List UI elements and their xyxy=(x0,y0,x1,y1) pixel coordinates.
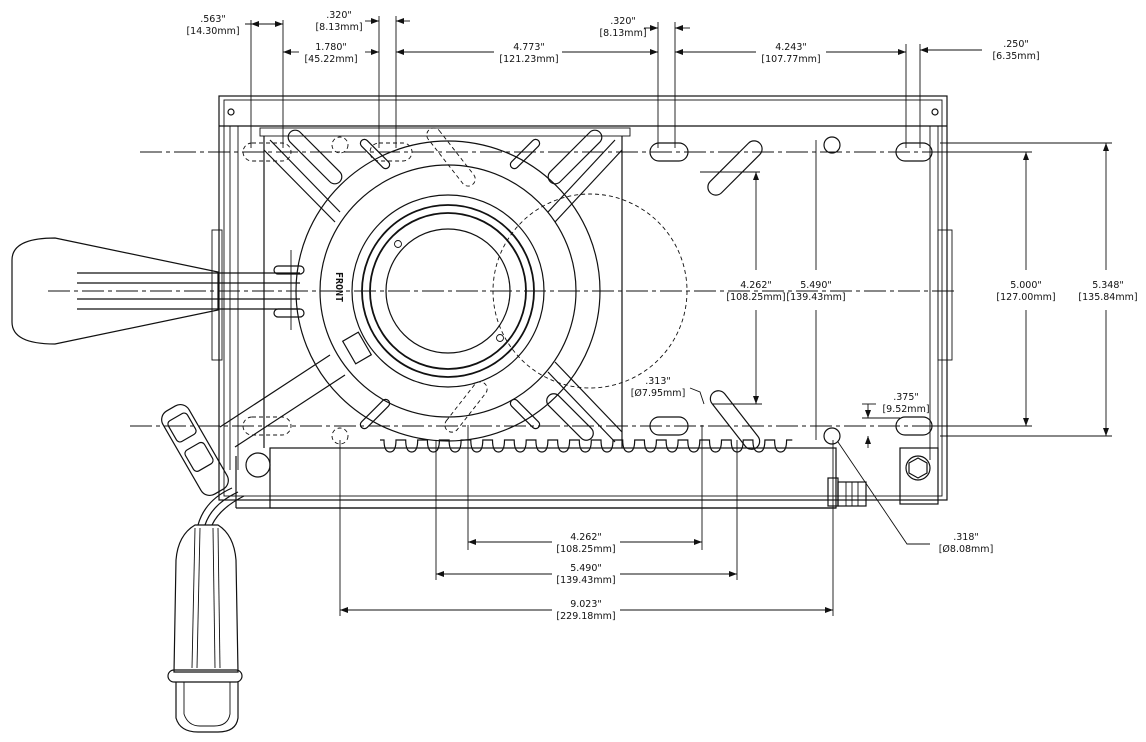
dim-4243-mm: [107.77mm] xyxy=(761,54,820,65)
dim-4773-mm: [121.23mm] xyxy=(499,54,558,65)
dimension-lines-bottom xyxy=(339,387,930,616)
dim-313-mm: [Ø7.95mm] xyxy=(631,388,686,399)
swivel-assembly: FRONT xyxy=(242,127,933,450)
mount-hole-left xyxy=(227,108,235,116)
dim-320b-inch: .320" xyxy=(610,16,636,27)
dim-375-mm: [9.52mm] xyxy=(882,404,929,415)
dimension-lines-top xyxy=(245,16,982,148)
dim-318-mm: [Ø8.08mm] xyxy=(939,544,994,555)
dim-b9023-mm: [229.18mm] xyxy=(556,611,615,622)
dim-318-inch: .318" xyxy=(953,532,979,543)
dim-v4262-inch: 4.262" xyxy=(740,280,772,291)
dim-320b-mm: [8.13mm] xyxy=(599,28,646,39)
dim-1780-inch: 1.780" xyxy=(315,42,347,53)
dim-b4262-mm: [108.25mm] xyxy=(556,544,615,555)
pull-grip xyxy=(167,524,243,733)
dim-563-mm: [14.30mm] xyxy=(186,26,239,37)
rack-teeth xyxy=(380,439,793,453)
rack-bar xyxy=(235,439,939,509)
dimension-labels: .563" [14.30mm] .320" [8.13mm] 1.780" [4… xyxy=(186,10,1137,622)
dim-v5348-mm: [135.84mm] xyxy=(1078,292,1137,303)
front-label: FRONT xyxy=(333,272,344,302)
dim-320a-inch: .320" xyxy=(326,10,352,21)
dim-563-inch: .563" xyxy=(200,14,226,25)
dim-v5348-inch: 5.348" xyxy=(1092,280,1124,291)
dimension-lines-right xyxy=(700,140,1112,448)
release-cable xyxy=(161,354,346,526)
dim-1780-mm: [45.22mm] xyxy=(304,54,357,65)
dim-v5490-mm: [139.43mm] xyxy=(786,292,845,303)
dim-320a-mm: [8.13mm] xyxy=(315,22,362,33)
dim-v5490-inch: 5.490" xyxy=(800,280,832,291)
mount-hole-right xyxy=(931,108,939,116)
dim-v4262-mm: [108.25mm] xyxy=(726,292,785,303)
dim-313-inch: .313" xyxy=(645,376,671,387)
dashed-swing-circle xyxy=(492,193,688,389)
dim-b5490-mm: [139.43mm] xyxy=(556,575,615,586)
dim-4773-inch: 4.773" xyxy=(513,42,545,53)
dim-v5000-mm: [127.00mm] xyxy=(996,292,1055,303)
dim-v5000-inch: 5.000" xyxy=(1010,280,1042,291)
dim-375-inch: .375" xyxy=(893,392,919,403)
dim-b4262-inch: 4.262" xyxy=(570,532,602,543)
lever-handle xyxy=(11,237,305,345)
dim-b5490-inch: 5.490" xyxy=(570,563,602,574)
center-lines xyxy=(48,151,1000,427)
housing-frame xyxy=(211,95,953,501)
dim-4243-inch: 4.243" xyxy=(775,42,807,53)
dim-250-inch: .250" xyxy=(1003,39,1029,50)
dim-b9023-inch: 9.023" xyxy=(570,599,602,610)
dim-250-mm: [6.35mm] xyxy=(992,51,1039,62)
